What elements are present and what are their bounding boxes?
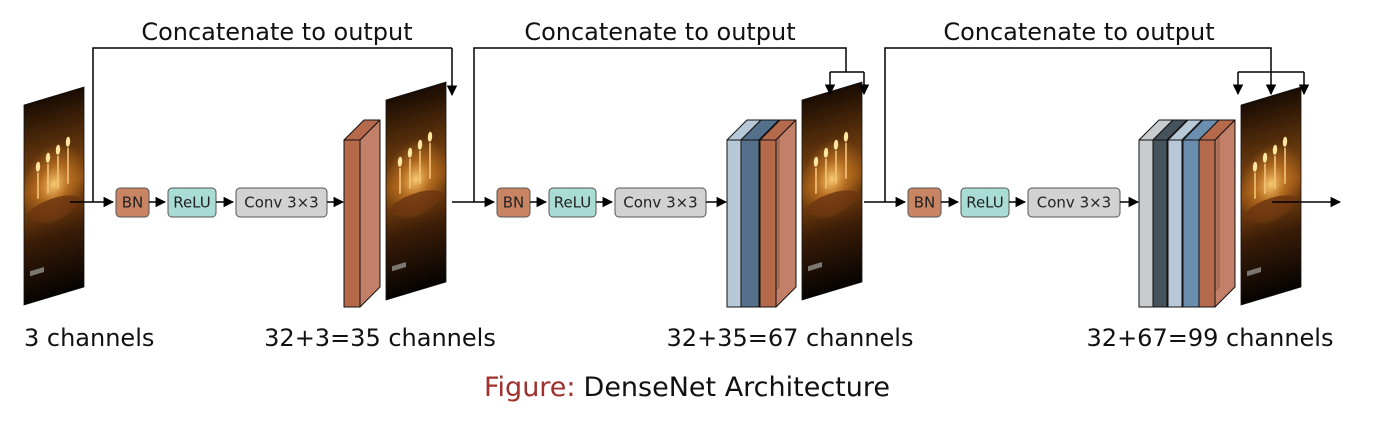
conv-node-3-label: Conv 3×3 <box>1037 194 1111 212</box>
conv-node-1-label: Conv 3×3 <box>244 194 318 212</box>
slab-front-face <box>726 139 742 308</box>
candle-photo-icon <box>383 80 449 302</box>
bn-node-2-label: BN <box>503 194 525 212</box>
bn-node-1: BN <box>115 187 150 218</box>
concat-image-1 <box>383 80 449 302</box>
concat-label-3: Concatenate to output <box>943 18 1214 46</box>
slab-front-face <box>1152 139 1168 308</box>
channel-label-67: 32+35=67 channels <box>667 324 914 352</box>
bn-node-3: BN <box>907 187 942 218</box>
channel-label-99: 32+67=99 channels <box>1087 324 1334 352</box>
conv-node-2: Conv 3×3 <box>614 187 707 218</box>
bn-node-2: BN <box>496 187 531 218</box>
photo-border <box>385 81 447 301</box>
concat-image-3 <box>1238 85 1304 307</box>
photo-border <box>1240 86 1302 306</box>
relu-node-3: ReLU <box>960 187 1010 218</box>
relu-node-3-label: ReLU <box>966 194 1004 212</box>
feature-map-brown-1 <box>343 119 381 308</box>
photo-border <box>23 86 85 306</box>
caption-prefix: Figure: <box>484 372 576 403</box>
caption-title: DenseNet Architecture <box>584 372 890 403</box>
slab-side-face <box>775 119 797 308</box>
concat-label-1: Concatenate to output <box>141 18 412 46</box>
concat-image-2 <box>799 80 865 302</box>
relu-node-1: ReLU <box>167 187 217 218</box>
slab-front-face <box>1167 139 1183 308</box>
feature-map-brown-3 <box>1198 119 1236 308</box>
bn-node-3-label: BN <box>914 194 936 212</box>
conv-node-2-label: Conv 3×3 <box>623 194 697 212</box>
relu-node-2: ReLU <box>548 187 597 218</box>
slab-front-face <box>1138 139 1154 308</box>
feature-map-brown-2 <box>759 119 797 308</box>
relu-node-1-label: ReLU <box>173 194 211 212</box>
candle-photo-icon <box>1238 85 1304 307</box>
input-image <box>21 85 87 307</box>
slab-side-face <box>359 119 381 308</box>
conv-node-1: Conv 3×3 <box>235 187 328 218</box>
bn-node-1-label: BN <box>122 194 144 212</box>
concat-label-2: Concatenate to output <box>524 18 795 46</box>
channel-label-3: 3 channels <box>24 324 154 352</box>
slab-front-face <box>1182 139 1200 308</box>
slab-front-face <box>343 139 361 308</box>
figure-caption: Figure: DenseNet Architecture <box>484 372 890 403</box>
channel-label-35: 32+3=35 channels <box>264 324 496 352</box>
relu-node-2-label: ReLU <box>554 194 592 212</box>
candle-photo-icon <box>21 85 87 307</box>
slab-side-face <box>1214 119 1236 308</box>
conv-node-3: Conv 3×3 <box>1027 187 1121 218</box>
slab-front-face <box>1198 139 1216 308</box>
skip-connection-2 <box>473 47 847 202</box>
skip-connection-1 <box>92 47 452 202</box>
skip-connection-3 <box>884 47 1272 202</box>
slab-front-face <box>759 139 777 308</box>
slab-front-face <box>740 139 760 308</box>
candle-photo-icon <box>799 80 865 302</box>
